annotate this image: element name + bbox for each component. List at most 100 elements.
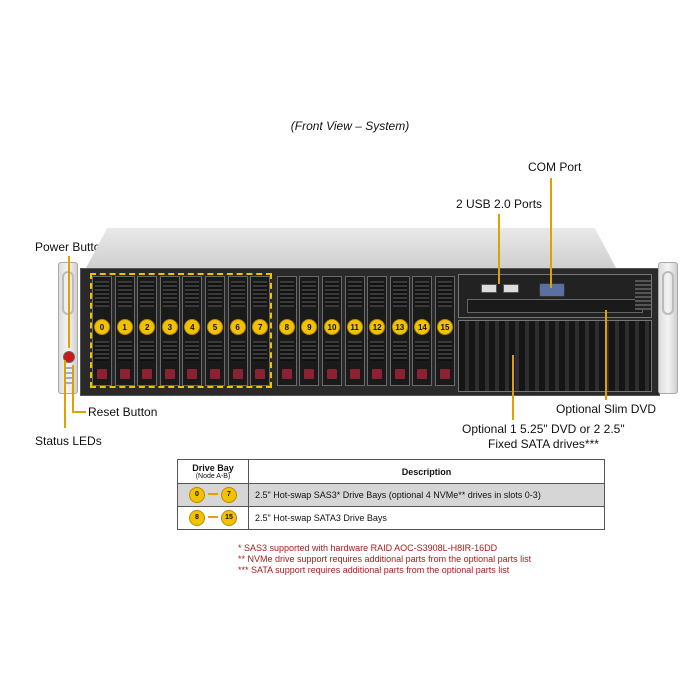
bay-release-latch[interactable] (349, 369, 360, 379)
bay-vent (117, 281, 132, 307)
drive-bay[interactable]: 5 (205, 276, 225, 386)
table-row: 8 15 2.5" Hot-swap SATA3 Drive Bays (177, 506, 605, 530)
drive-bay[interactable]: 12 (367, 276, 388, 386)
status-led-strip (64, 367, 72, 387)
drive-bay[interactable]: 3 (159, 276, 180, 386)
bay-number: 9 (301, 319, 318, 335)
bay-chip-to: 15 (221, 510, 237, 526)
bay-vent (370, 281, 385, 307)
bay-vent (392, 341, 407, 361)
usb-ports-label: 2 USB 2.0 Ports (456, 197, 543, 211)
bay-release-latch[interactable] (255, 369, 266, 379)
bay-number: 8 (278, 319, 295, 335)
usb-port-2[interactable] (503, 284, 519, 293)
bay-chip-to: 7 (221, 487, 237, 503)
power-button[interactable] (63, 351, 75, 363)
optional-slim-dvd-label: Optional Slim DVD (556, 402, 657, 416)
power-button-leader (68, 256, 70, 348)
com-port-leader (550, 178, 552, 288)
bay-vent (279, 341, 294, 361)
bay-number: 15 (437, 319, 453, 335)
footnote-nvme: ** NVMe drive support requires additiona… (238, 554, 532, 564)
power-button-label: Power Button (35, 240, 108, 254)
bay-release-latch[interactable] (327, 369, 337, 379)
sas3-bay-group-outline (90, 273, 272, 388)
optional-dvd-label-line1: Optional 1 5.25" DVD or 2 2.5" (462, 422, 625, 436)
bay-release-latch[interactable] (97, 369, 107, 379)
header-bay-title: Drive Bay (192, 463, 234, 473)
bay-number: 13 (391, 319, 408, 335)
optional-dvd-label-line2: Fixed SATA drives*** (488, 437, 599, 451)
bay-number: 1 (116, 319, 133, 335)
bay-chip-from: 8 (189, 510, 205, 526)
drive-bay[interactable]: 11 (344, 276, 365, 386)
drive-bay[interactable]: 2 (137, 276, 158, 386)
bay-description-cell: 2.5" Hot-swap SATA3 Drive Bays (248, 506, 605, 530)
drive-bay[interactable]: 0 (92, 276, 112, 386)
bay-release-latch[interactable] (281, 369, 292, 379)
bay-release-latch[interactable] (210, 369, 220, 379)
com-port[interactable] (539, 283, 565, 297)
bay-vent (392, 281, 407, 307)
bay-release-latch[interactable] (119, 369, 130, 379)
drive-bay[interactable]: 13 (389, 276, 410, 386)
bay-vent (95, 281, 109, 307)
usb-port-1[interactable] (481, 284, 497, 293)
bay-release-latch[interactable] (142, 369, 153, 379)
bay-vent (140, 341, 155, 361)
drive-bay[interactable]: 10 (322, 276, 342, 386)
drive-bay[interactable]: 14 (412, 276, 433, 386)
bay-vent (253, 341, 268, 361)
drive-bay[interactable]: 7 (250, 276, 271, 386)
right-rack-ear (658, 262, 678, 394)
bay-vent (347, 281, 362, 307)
drive-bay[interactable]: 9 (299, 276, 320, 386)
vent-grille (635, 280, 651, 310)
figure-caption: (Front View – System) (290, 119, 410, 133)
drive-bay[interactable]: 6 (227, 276, 248, 386)
drive-bay[interactable]: 1 (114, 276, 135, 386)
bay-vent (162, 281, 177, 307)
bay-vent (230, 341, 245, 361)
bay-release-latch[interactable] (372, 369, 383, 379)
bay-release-latch[interactable] (304, 369, 315, 379)
bay-release-latch[interactable] (164, 369, 175, 379)
bay-release-latch[interactable] (232, 369, 243, 379)
bay-vent (370, 341, 385, 361)
footnotes: * SAS3 supported with hardware RAID AOC-… (238, 543, 531, 576)
slim-dvd-drive[interactable] (467, 299, 643, 313)
bay-number: 12 (369, 319, 386, 335)
bay-vent (415, 281, 430, 307)
bay-number: 10 (324, 319, 340, 335)
bay-release-latch[interactable] (417, 369, 428, 379)
bay-vent (325, 281, 339, 307)
com-port-label: COM Port (528, 160, 582, 174)
bay-vent (438, 281, 452, 307)
bay-number: 4 (184, 319, 201, 335)
table-header-description: Description (248, 459, 605, 484)
right-handle (662, 271, 674, 315)
optional-dvd-bay[interactable] (458, 320, 652, 392)
drive-bay[interactable]: 15 (435, 276, 455, 386)
status-leds-label: Status LEDs (35, 434, 102, 448)
drive-bay[interactable]: 8 (276, 276, 297, 386)
drive-bay[interactable]: 4 (182, 276, 203, 386)
reset-leader-h (72, 411, 86, 413)
bay-vent (185, 341, 200, 361)
bay-vent (208, 341, 222, 361)
bay-number: 11 (346, 319, 363, 335)
bay-release-latch[interactable] (394, 369, 405, 379)
bay-release-latch[interactable] (440, 369, 450, 379)
bay-vent (208, 281, 222, 307)
bay-number: 2 (139, 319, 156, 335)
slim-dvd-leader (605, 310, 607, 400)
header-bay-sub: (Node A-B) (195, 473, 231, 480)
chassis-top (86, 228, 616, 268)
footnote-sas3: * SAS3 supported with hardware RAID AOC-… (238, 543, 498, 553)
bay-vent (230, 281, 245, 307)
bay-vent (117, 341, 132, 361)
bay-release-latch[interactable] (187, 369, 198, 379)
usb-leader (498, 214, 500, 284)
